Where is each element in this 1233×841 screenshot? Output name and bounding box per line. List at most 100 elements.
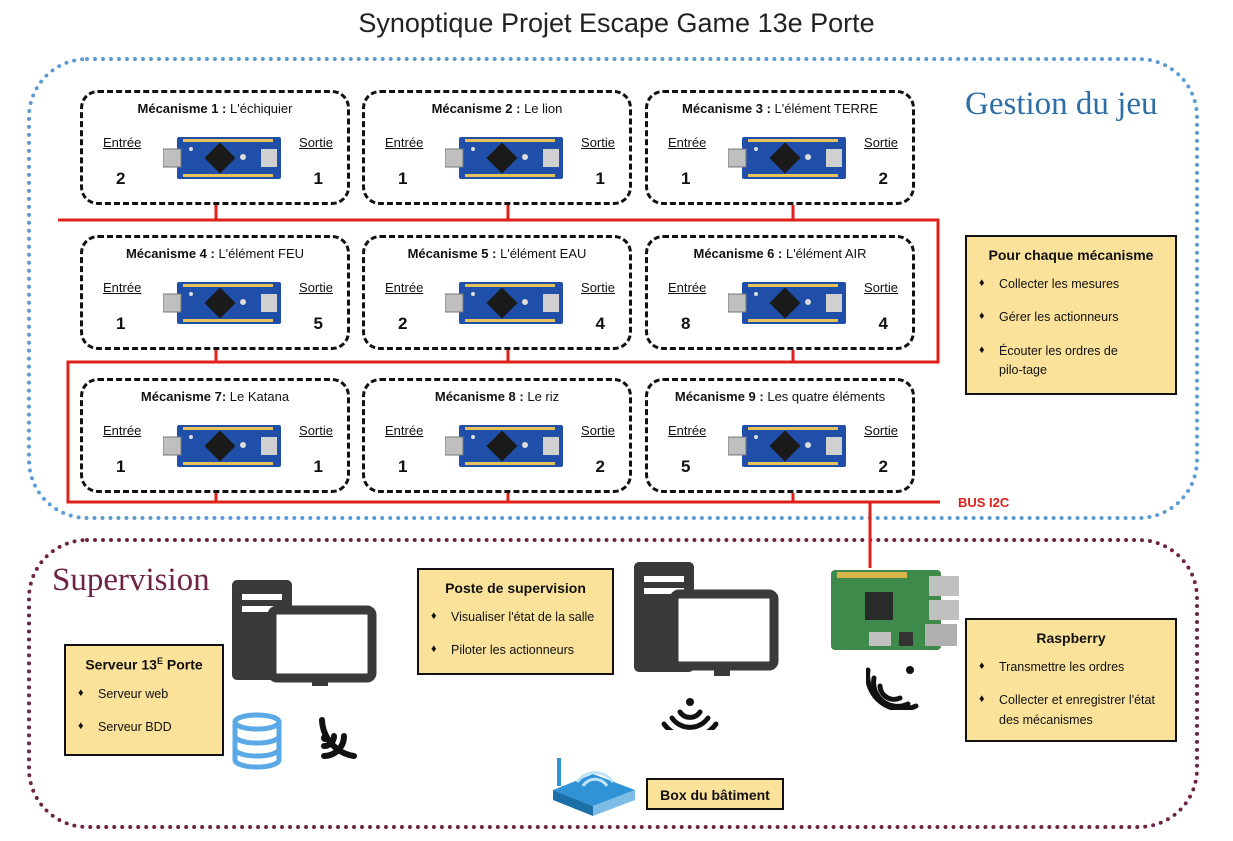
server-title: Serveur 13 bbox=[85, 656, 157, 673]
mechanism-5: Mécanisme 5 : L'élément EAU Entrée Sorti… bbox=[362, 235, 632, 350]
arduino-nano-icon bbox=[445, 282, 563, 324]
input-label: Entrée bbox=[103, 423, 142, 438]
output-label: Sortie bbox=[299, 280, 333, 295]
output-label: Sortie bbox=[299, 423, 333, 438]
mechanism-9: Mécanisme 9 : Les quatre éléments Entrée… bbox=[645, 378, 915, 493]
arduino-nano-icon bbox=[163, 425, 281, 467]
input-count: 1 bbox=[398, 169, 408, 188]
output-count: 1 bbox=[313, 457, 323, 476]
database-icon bbox=[232, 712, 282, 770]
router-label-box: Box du bâtiment bbox=[646, 778, 784, 810]
mechanism-number: Mécanisme 4 : bbox=[125, 246, 215, 261]
arduino-nano-icon bbox=[163, 137, 281, 179]
output-label: Sortie bbox=[581, 280, 615, 295]
input-label: Entrée bbox=[668, 280, 707, 295]
mechanism-name: L'élément FEU bbox=[214, 246, 305, 261]
mechanism-7: Mécanisme 7: Le Katana Entrée Sortie 1 1 bbox=[80, 378, 350, 493]
input-count: 1 bbox=[681, 169, 691, 188]
mechanism-name: Le riz bbox=[523, 389, 560, 404]
router-icon bbox=[553, 758, 635, 816]
list-item: Transmettre les ordres bbox=[977, 658, 1165, 677]
mechanism-number: Mécanisme 5 : bbox=[407, 246, 497, 261]
output-count: 1 bbox=[313, 169, 323, 188]
wifi-signal-icon bbox=[866, 666, 919, 710]
list-item: Visualiser l'état de la salle bbox=[429, 608, 602, 627]
computer-icon bbox=[232, 580, 377, 686]
per-mechanism-title: Pour chaque mécanisme bbox=[988, 247, 1154, 263]
mechanism-name: L'échiquier bbox=[226, 101, 293, 116]
output-count: 4 bbox=[878, 314, 888, 333]
output-label: Sortie bbox=[581, 423, 615, 438]
input-label: Entrée bbox=[385, 423, 424, 438]
list-item: Collecter et enregistrer l'état des méca… bbox=[977, 691, 1159, 730]
wifi-signal-icon bbox=[661, 698, 719, 730]
mechanism-2: Mécanisme 2 : Le lion Entrée Sortie 1 1 bbox=[362, 90, 632, 205]
list-item: Collecter les mesures bbox=[977, 275, 1165, 294]
mechanism-name: L'élément AIR bbox=[782, 246, 867, 261]
output-count: 5 bbox=[313, 314, 323, 333]
game-zone-label: Gestion du jeu bbox=[965, 86, 1158, 122]
mechanism-name: Le Katana bbox=[226, 389, 290, 404]
input-count: 1 bbox=[398, 457, 408, 476]
arduino-nano-icon bbox=[163, 282, 281, 324]
raspberry-box: Raspberry Transmettre les ordres Collect… bbox=[965, 618, 1177, 742]
output-label: Sortie bbox=[581, 135, 615, 150]
list-item: Gérer les actionneurs bbox=[977, 308, 1165, 327]
server-title-sup: E bbox=[156, 656, 163, 666]
input-label: Entrée bbox=[668, 423, 707, 438]
output-count: 2 bbox=[878, 457, 888, 476]
wifi-signal-icon bbox=[319, 717, 357, 759]
computer-icon bbox=[634, 562, 779, 676]
diagram-title: Synoptique Projet Escape Game 13e Porte bbox=[358, 8, 875, 38]
raspberry-title: Raspberry bbox=[1036, 630, 1106, 646]
mechanism-number: Mécanisme 9 : bbox=[674, 389, 764, 404]
arduino-nano-icon bbox=[728, 137, 846, 179]
input-label: Entrée bbox=[103, 280, 142, 295]
router-label: Box du bâtiment bbox=[660, 787, 770, 803]
mechanism-number: Mécanisme 7: bbox=[140, 389, 227, 404]
mechanism-8: Mécanisme 8 : Le riz Entrée Sortie 1 2 bbox=[362, 378, 632, 493]
input-count: 1 bbox=[116, 457, 126, 476]
input-label: Entrée bbox=[385, 280, 424, 295]
arduino-nano-icon bbox=[728, 282, 846, 324]
mechanism-name: L'élément TERRE bbox=[770, 101, 878, 116]
mechanism-number: Mécanisme 3 : bbox=[682, 101, 771, 116]
list-item: Écouter les ordres de pilo-tage bbox=[977, 342, 1139, 381]
input-count: 1 bbox=[116, 314, 126, 333]
arduino-nano-icon bbox=[445, 425, 563, 467]
server-box: Serveur 13E Porte Serveur web Serveur BD… bbox=[64, 644, 224, 756]
mechanism-1: Mécanisme 1 : L'échiquier Entrée Sortie … bbox=[80, 90, 350, 205]
supervision-post-title: Poste de supervision bbox=[445, 580, 586, 596]
output-label: Sortie bbox=[864, 423, 898, 438]
output-count: 4 bbox=[595, 314, 605, 333]
output-count: 1 bbox=[595, 169, 605, 188]
list-item: Serveur BDD bbox=[76, 718, 212, 737]
supervision-zone bbox=[27, 538, 1199, 829]
supervision-zone-label: Supervision bbox=[52, 562, 210, 598]
list-item: Piloter les actionneurs bbox=[429, 641, 602, 660]
game-management-zone bbox=[27, 57, 1199, 520]
mechanism-number: Mécanisme 8 : bbox=[434, 389, 524, 404]
mechanism-name: Le lion bbox=[520, 101, 563, 116]
list-item: Serveur web bbox=[76, 685, 212, 704]
mechanism-number: Mécanisme 2 : bbox=[431, 101, 521, 116]
mechanism-4: Mécanisme 4 : L'élément FEU Entrée Sorti… bbox=[80, 235, 350, 350]
output-count: 2 bbox=[595, 457, 605, 476]
mechanism-number: Mécanisme 1 : bbox=[137, 101, 227, 116]
output-count: 2 bbox=[878, 169, 888, 188]
input-count: 5 bbox=[681, 457, 691, 476]
per-mechanism-box: Pour chaque mécanisme Collecter les mesu… bbox=[965, 235, 1177, 395]
output-label: Sortie bbox=[864, 280, 898, 295]
mechanism-name: Les quatre éléments bbox=[763, 389, 886, 404]
bus-label: BUS I2C bbox=[958, 495, 1010, 510]
output-label: Sortie bbox=[864, 135, 898, 150]
input-label: Entrée bbox=[668, 135, 707, 150]
mechanism-name: L'élément EAU bbox=[496, 246, 587, 261]
input-count: 2 bbox=[116, 169, 126, 188]
mechanism-6: Mécanisme 6 : L'élément AIR Entrée Sorti… bbox=[645, 235, 915, 350]
input-label: Entrée bbox=[385, 135, 424, 150]
mechanism-3: Mécanisme 3 : L'élément TERRE Entrée Sor… bbox=[645, 90, 915, 205]
raspberry-pi-icon bbox=[831, 570, 959, 650]
input-label: Entrée bbox=[103, 135, 142, 150]
arduino-nano-icon bbox=[445, 137, 563, 179]
